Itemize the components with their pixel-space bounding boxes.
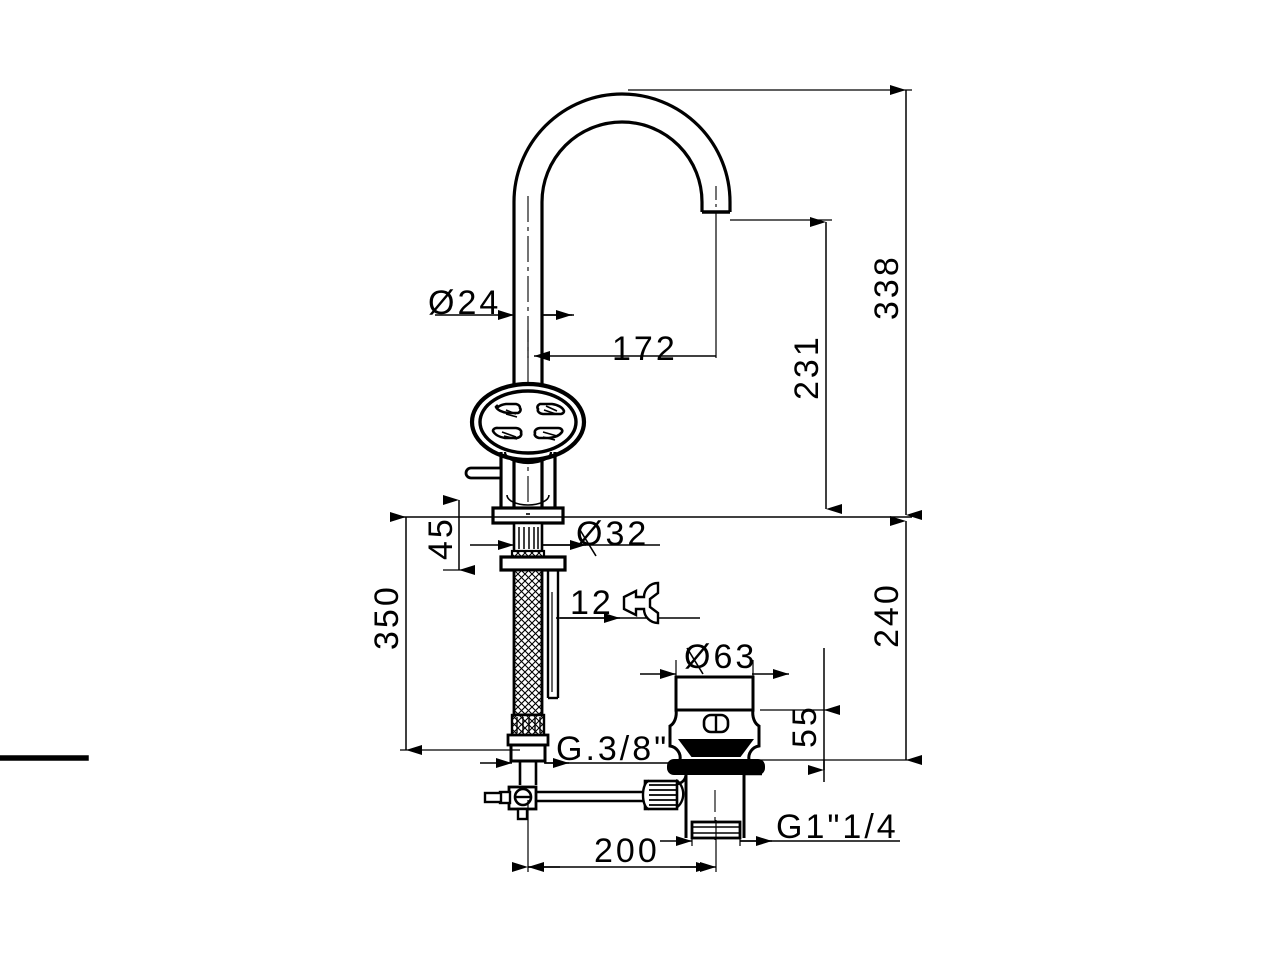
faucet-assembly	[464, 92, 732, 821]
label-drain-height: 55	[786, 704, 824, 748]
dim-drain-diameter	[640, 647, 789, 690]
valve-barrel	[464, 451, 557, 508]
dim-waste-thread	[660, 836, 900, 846]
pop-up-waste-assembly	[0, 675, 765, 840]
label-wrench-size: 12	[570, 584, 614, 622]
waste-gasket	[667, 759, 765, 775]
label-waste-height: 240	[868, 582, 906, 648]
pop-up-linkage	[483, 785, 646, 821]
dim-base-diameter	[470, 529, 660, 557]
flexible-hose	[506, 568, 550, 785]
waste-flange	[674, 675, 755, 712]
pop-up-rod-upper	[546, 570, 560, 700]
dim-rod-offset	[512, 800, 717, 872]
wrench-icon	[622, 581, 660, 625]
label-base-height: 45	[422, 516, 460, 560]
label-hose-length: 350	[368, 584, 406, 650]
dim-spout-reach	[527, 214, 717, 361]
mounting-washer	[499, 555, 567, 572]
dim-hose-length	[390, 512, 520, 755]
dim-base-height	[443, 495, 475, 575]
pivot-rod	[536, 790, 646, 803]
label-outlet-height: 231	[788, 334, 826, 400]
inlet-nut	[509, 743, 547, 763]
dim-drain-height	[760, 648, 840, 782]
handle-wheel	[469, 381, 587, 463]
label-overall-height: 338	[868, 254, 906, 320]
label-base-diameter: Ø32	[576, 515, 649, 553]
diverter-lever	[464, 466, 503, 480]
dim-outlet-height	[730, 217, 842, 514]
label-spout-diameter: Ø24	[428, 284, 501, 322]
dimension-text-layer: Ø24 172 231 338 45 Ø32 12 350 240 Ø63 55…	[368, 254, 906, 870]
mounting-shank	[499, 521, 567, 572]
dim-waste-height	[760, 516, 922, 765]
pivot-nut	[641, 779, 679, 811]
dim-spout-diameter	[435, 310, 574, 320]
label-drain-diameter: Ø63	[684, 638, 757, 676]
dim-overall-height	[628, 85, 922, 520]
label-spout-reach: 172	[612, 330, 678, 368]
label-rod-offset: 200	[594, 832, 660, 870]
label-inlet-thread: G.3/8"	[556, 730, 669, 768]
label-waste-thread: G1"1/4	[776, 808, 899, 846]
dimension-layer	[390, 85, 922, 872]
base-flange	[491, 506, 565, 525]
